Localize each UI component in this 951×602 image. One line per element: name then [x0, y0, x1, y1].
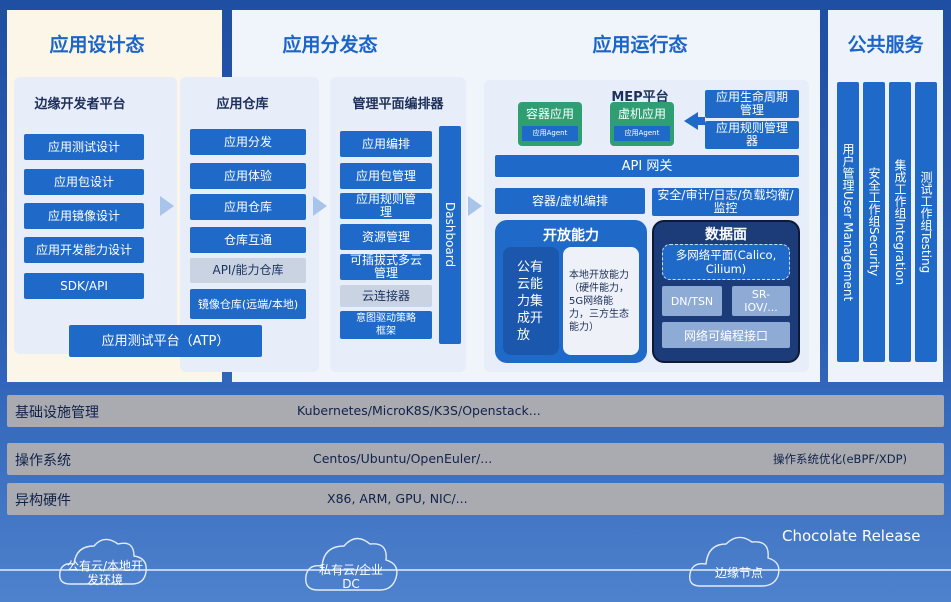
public-cloud-capability[interactable]: 公有云能力集成开放: [503, 247, 559, 355]
mep-title: MEP平台: [611, 90, 669, 105]
os-optimization: 操作系统优化(eBPF/XDP): [773, 452, 908, 466]
user-management-label: 用户管理User Management: [841, 142, 855, 302]
runtime-title: 应用运行态: [592, 34, 688, 56]
security-workgroup-label: 安全工作组Security: [867, 167, 881, 277]
local-open-capability-label: 本地开放能力（硬件能力，5G网络能力，三方生态能力）: [569, 269, 629, 333]
orchestrator-title: 管理平面编排器: [352, 97, 444, 112]
dev-platform-title: 边缘开发者平台: [34, 97, 126, 112]
user-management[interactable]: 用户管理User Management: [837, 82, 859, 362]
pluggable-multicloud-mgmt[interactable]: 可插拔式多云管理: [340, 254, 432, 280]
design-title: 应用设计态: [49, 34, 145, 56]
app-orchestration[interactable]: 应用编排: [340, 131, 432, 157]
dn-tsn[interactable]: DN/TSN: [662, 286, 722, 316]
os-bar: 操作系统 Centos/Ubuntu/OpenEuler/... 操作系统优化(…: [7, 443, 944, 475]
container-vm-orchestration[interactable]: 容器/虚机编排: [495, 188, 645, 214]
dashboard[interactable]: Dashboard: [439, 126, 461, 344]
integration-workgroup[interactable]: 集成工作组Integration: [889, 82, 911, 362]
container-app-label: 容器应用: [525, 107, 574, 121]
repo-to-orchestrator-arrow: [313, 196, 327, 216]
dn-tsn-label: DN/TSN: [670, 294, 714, 308]
data-plane-title: 数据面: [705, 227, 747, 243]
image-repo[interactable]: 镜像仓库(远端/本地): [190, 289, 306, 319]
rule-to-vm-arrow-shaft: [697, 117, 705, 125]
infra-mgmt-bar: 基础设施管理 Kubernetes/MicroK8S/K3S/Openstack…: [7, 395, 944, 427]
container-agent: 应用Agent: [522, 126, 578, 141]
api-gateway[interactable]: API 网关: [495, 155, 799, 177]
hardware-value: X86, ARM, GPU, NIC/...: [327, 491, 468, 506]
distribution-title: 应用分发态: [282, 34, 378, 56]
app-rule-manager[interactable]: 应用规则管理器: [705, 121, 799, 149]
repo-distribution[interactable]: 应用分发: [190, 129, 306, 155]
sr-iov-label: SR-IOV/...: [744, 288, 778, 314]
open-capability-title: 开放能力: [543, 228, 599, 244]
repo-app-repository[interactable]: 应用仓库: [190, 194, 306, 220]
testing-workgroup[interactable]: 测试工作组Testing: [915, 82, 937, 362]
security-audit-monitor[interactable]: 安全/审计/日志/负载均衡/监控: [652, 188, 799, 216]
app-image-design[interactable]: 应用镜像设计: [24, 203, 144, 229]
vm-app-card[interactable]: 虚机应用 应用Agent: [610, 102, 674, 146]
cloud-shape-public: [59, 538, 147, 585]
repo-column: [180, 77, 319, 372]
repo-title: 应用仓库: [216, 97, 269, 112]
atp-platform[interactable]: 应用测试平台（ATP）: [69, 325, 262, 357]
hardware-bar: 异构硬件 X86, ARM, GPU, NIC/...: [7, 483, 944, 515]
app-package-design[interactable]: 应用包设计: [24, 169, 144, 195]
infra-mgmt-value: Kubernetes/MicroK8S/K3S/Openstack...: [297, 403, 541, 418]
sr-iov[interactable]: SR-IOV/...: [732, 286, 790, 316]
integration-workgroup-label: 集成工作组Integration: [893, 158, 907, 286]
public-services-title: 公共服务: [847, 34, 924, 56]
app-lifecycle-mgmt[interactable]: 应用生命周期管理: [705, 90, 799, 118]
public-cloud-capability-label: 公有云能力集成开放: [517, 259, 544, 343]
cloud-shape-edge: [689, 536, 780, 587]
design-to-repo-arrow: [160, 196, 174, 216]
hardware-label: 异构硬件: [15, 493, 71, 509]
app-rule-mgmt[interactable]: 应用规则管理: [340, 193, 432, 219]
app-package-mgmt[interactable]: 应用包管理: [340, 163, 432, 189]
security-workgroup[interactable]: 安全工作组Security: [863, 82, 885, 362]
multi-network-plane-label: 多网络平面(Calico, Cilium): [675, 248, 777, 276]
cloud-public: 公有云/本地开发环境: [66, 559, 144, 587]
repo-interconnect[interactable]: 仓库互通: [190, 227, 306, 253]
rule-to-vm-arrow-icon: [684, 112, 698, 130]
repo-experience[interactable]: 应用体验: [190, 163, 306, 189]
dashboard-label: Dashboard: [443, 202, 457, 268]
cloud-shape-private: [305, 537, 398, 591]
network-programmable-interface[interactable]: 网络可编程接口: [662, 322, 790, 348]
cloud-connector[interactable]: 云连接器: [340, 285, 432, 307]
os-value: Centos/Ubuntu/OpenEuler/...: [313, 451, 493, 466]
network-programmable-interface-label: 网络可编程接口: [683, 328, 768, 343]
container-app-card[interactable]: 容器应用 应用Agent: [518, 102, 582, 146]
resource-mgmt[interactable]: 资源管理: [340, 224, 432, 250]
sdk-api[interactable]: SDK/API: [24, 273, 144, 299]
multi-network-plane[interactable]: 多网络平面(Calico, Cilium): [662, 244, 790, 280]
testing-workgroup-label: 测试工作组Testing: [919, 170, 933, 274]
app-dev-capability-design[interactable]: 应用开发能力设计: [24, 237, 144, 263]
app-test-design[interactable]: 应用测试设计: [24, 134, 144, 160]
cloud-private: 私有云/企业DC: [318, 563, 384, 591]
cloud-edge: 边缘节点: [714, 566, 763, 580]
cloud-connection: [0, 536, 951, 591]
vm-app-label: 虚机应用: [617, 107, 666, 121]
orchestrator-to-mep-arrow: [468, 196, 482, 216]
vm-agent: 应用Agent: [614, 126, 670, 141]
api-capability-repo[interactable]: API/能力仓库: [190, 258, 306, 283]
os-label: 操作系统: [15, 453, 71, 469]
intent-driven-policy-framework[interactable]: 意图驱动策略框架: [340, 311, 432, 339]
local-open-capability[interactable]: 本地开放能力（硬件能力，5G网络能力，三方生态能力）: [563, 247, 639, 355]
release-label: Chocolate Release: [782, 527, 921, 545]
infra-mgmt-label: 基础设施管理: [15, 405, 99, 421]
